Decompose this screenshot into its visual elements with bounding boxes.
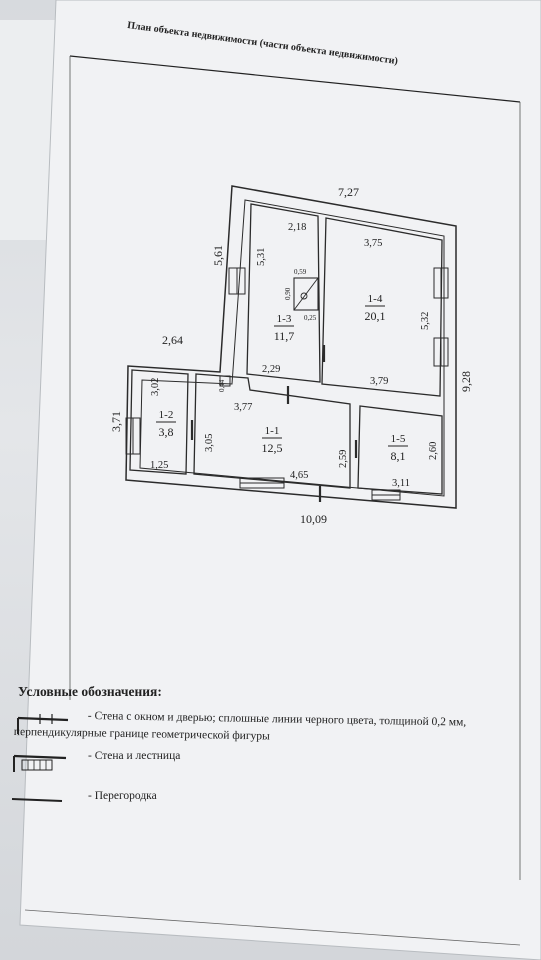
dim-r14-side: 5,32 (420, 312, 431, 330)
room-1-3-id: 1-3 (277, 313, 292, 325)
dim-r11-corner: 0,44 (218, 379, 226, 392)
room-1-4-area: 20,1 (365, 309, 386, 323)
room-1-5-area: 8,1 (391, 449, 406, 463)
dim-r11-right: 2,59 (338, 450, 349, 468)
dim-right-height: 9,28 (459, 371, 473, 392)
legend-item-text: - Перегородка (88, 790, 157, 802)
dim-left-step: 2,64 (162, 333, 183, 347)
dim-r15-side: 2,60 (428, 442, 439, 460)
paper (19, 0, 541, 960)
dim-r12-bottom: 1,25 (150, 460, 168, 471)
dim-chimney-w: 0,59 (294, 268, 307, 276)
floor-plan (125, 185, 457, 509)
dim-left-upper-height: 5,61 (211, 245, 225, 266)
legend-heading: Условные обозначения: (18, 684, 162, 699)
legend-item-partition: - Перегородка (88, 788, 157, 805)
small-dimension-labels: 0,44 0,59 0,90 0,25 (218, 268, 317, 392)
dim-r15-bottom: 3,11 (392, 478, 410, 489)
room-1-1-area: 12,5 (262, 441, 283, 455)
room-1-3-outline (246, 203, 321, 383)
dim-r13-top: 2,18 (288, 222, 306, 233)
room-labels: 1-1 12,5 1-2 3,8 1-3 11,7 1-4 20,1 1-5 8… (156, 293, 408, 463)
room-dimension-labels: 2,18 5,31 2,29 3,75 5,32 3,79 3,02 1,25 … (150, 222, 439, 489)
room-1-3-area: 11,7 (274, 329, 295, 343)
dim-r12-side: 3,02 (150, 378, 161, 396)
frame-bottom-line (24, 909, 521, 946)
room-1-4-outline (321, 217, 443, 397)
dim-r11-top: 3,77 (234, 402, 252, 413)
dim-r14-bottom: 3,79 (370, 376, 388, 387)
dimension-labels: 7,27 10,09 9,28 5,61 2,64 3,71 (109, 185, 473, 526)
room-1-4-id: 1-4 (368, 293, 383, 305)
inner-wall-line (139, 199, 445, 497)
dim-r11-left: 3,05 (204, 434, 215, 452)
dim-r11-bottom: 4,65 (290, 470, 308, 481)
room-1-5-outline (357, 405, 443, 495)
chimney (293, 277, 319, 311)
legend-wall-window-door-symbol (17, 714, 69, 734)
legend-symbols (11, 714, 69, 802)
dim-chimney-d: 0,25 (304, 314, 317, 322)
room-1-2-id: 1-2 (159, 409, 174, 421)
room-1-1-id: 1-1 (265, 425, 280, 437)
doors (190, 345, 358, 502)
dim-r13-bottom: 2,29 (262, 364, 280, 375)
room-1-1-outline (193, 373, 351, 489)
dim-chimney-h: 0,90 (284, 287, 292, 300)
outer-wall (125, 185, 457, 509)
legend-wall-stair-symbol (13, 754, 67, 772)
dim-top-width: 7,27 (338, 185, 359, 199)
dim-bottom-width: 10,09 (300, 512, 327, 526)
room-1-2-outline (129, 369, 189, 475)
title-frame-line (69, 55, 521, 103)
legend-item-wall-stair: - Стена и лестница (88, 748, 180, 765)
dim-r14-top: 3,75 (364, 238, 382, 249)
dim-r13-side: 5,31 (256, 248, 267, 266)
legend-partition-symbol (11, 798, 63, 802)
windows (125, 267, 449, 501)
room-1-5-id: 1-5 (391, 433, 406, 445)
legend-item-text: - Стена и лестница (88, 750, 181, 762)
room-1-2-area: 3,8 (159, 425, 174, 439)
dim-left-lower-height: 3,71 (109, 411, 123, 432)
